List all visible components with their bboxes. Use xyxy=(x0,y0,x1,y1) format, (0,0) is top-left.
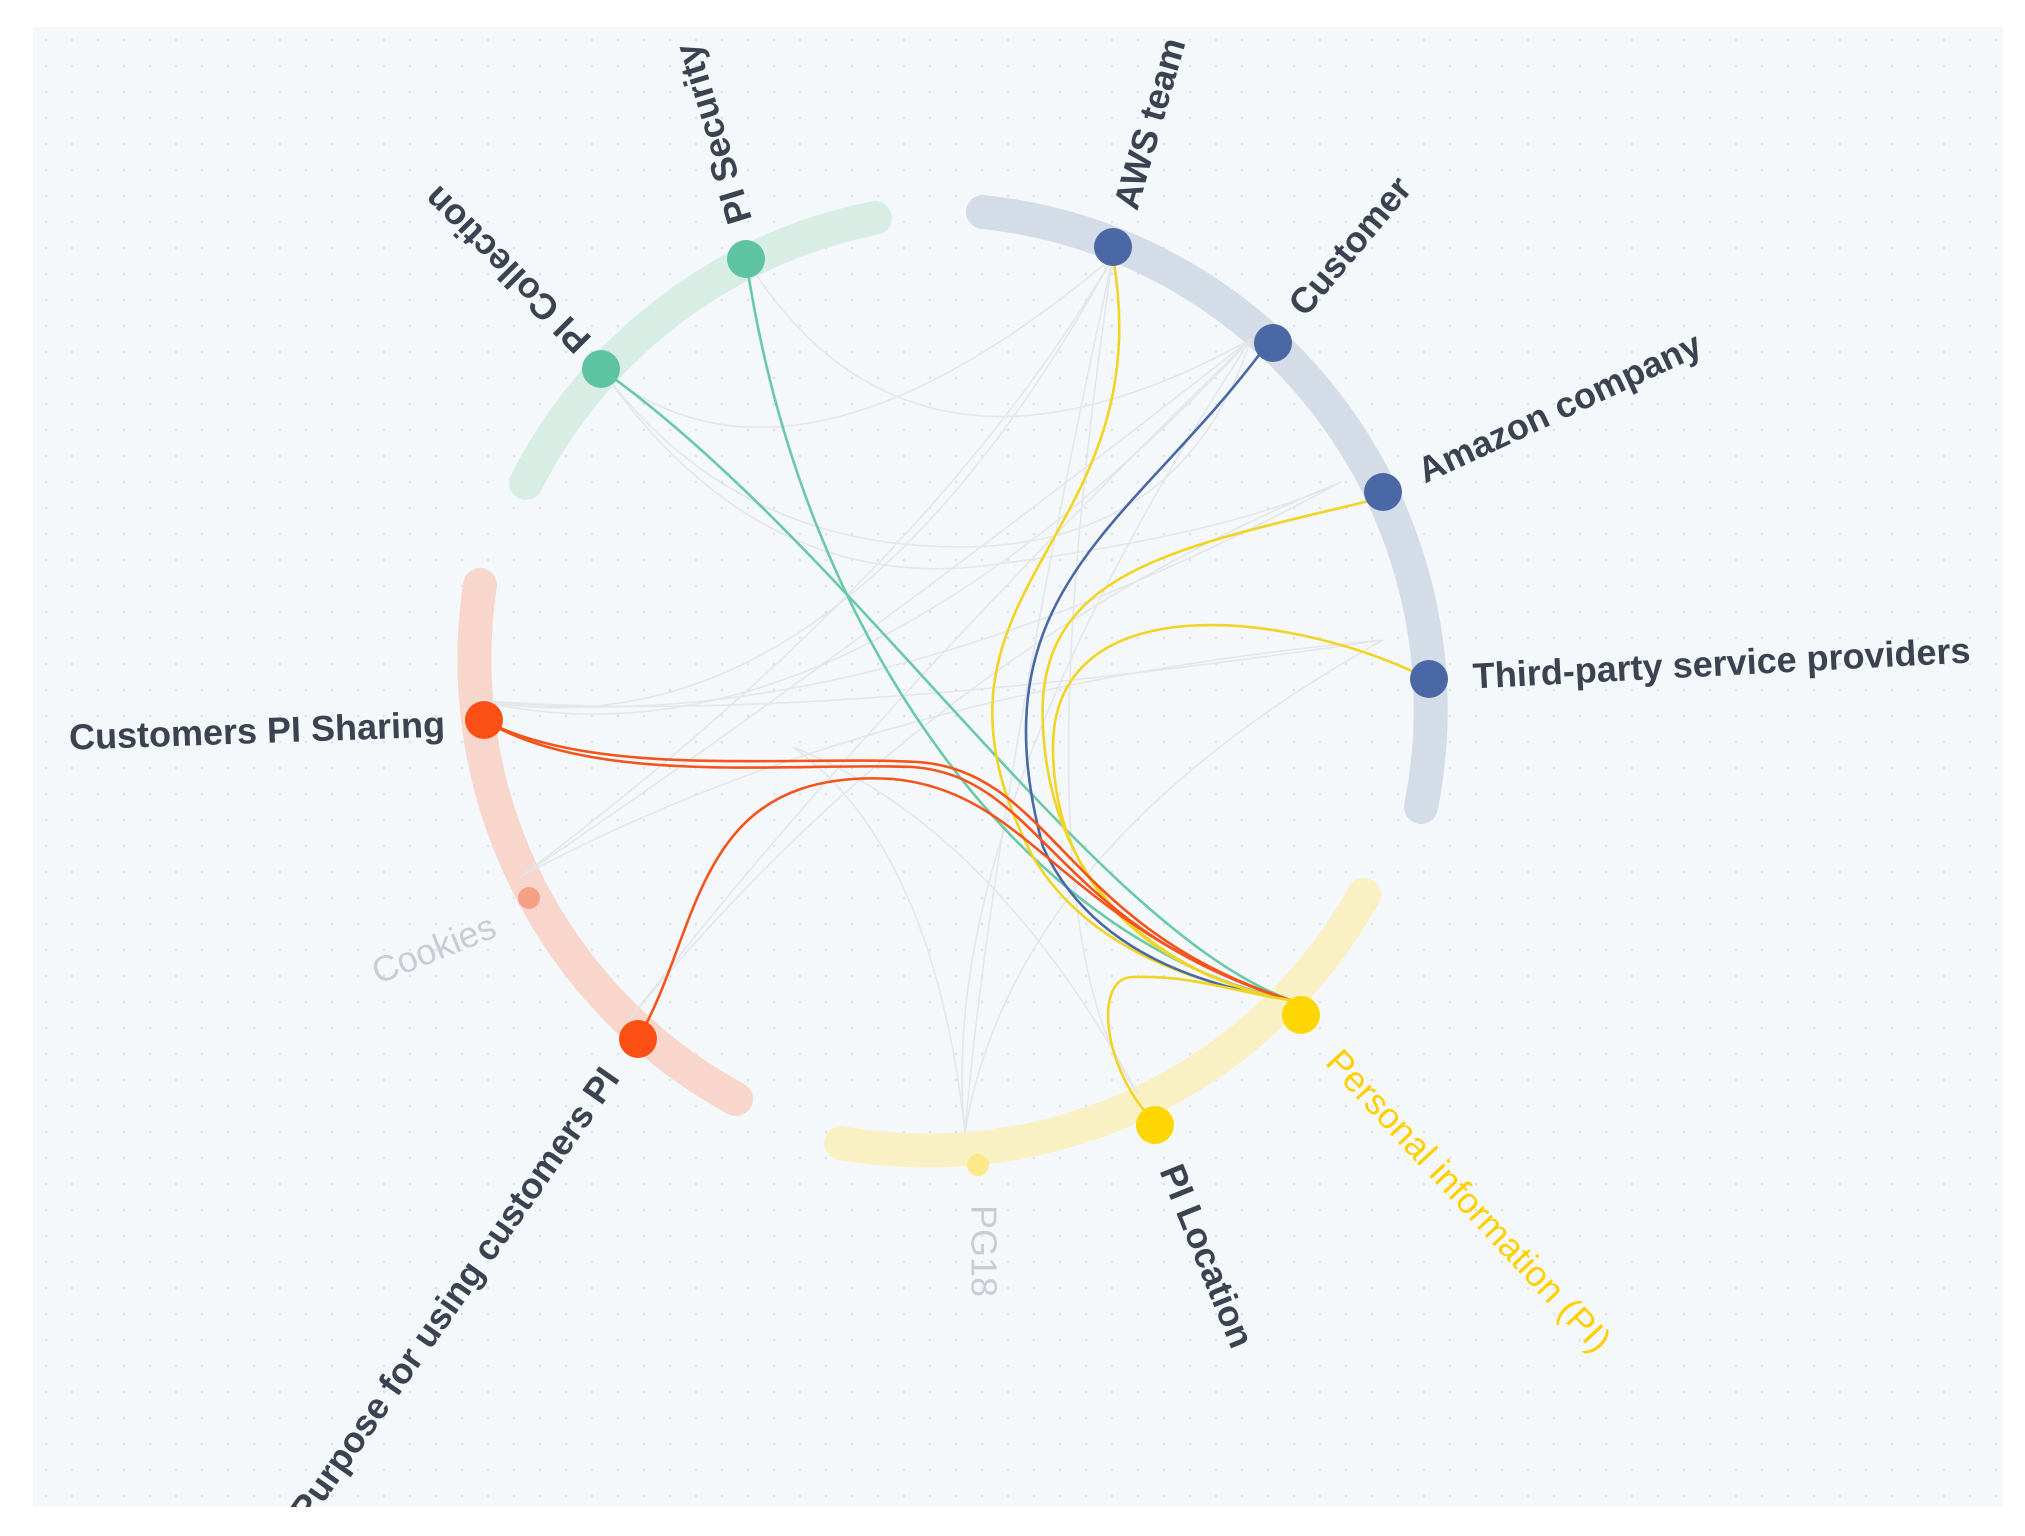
label-customers-pi-sharing: Customers PI Sharing xyxy=(68,704,445,758)
labels: PI Collection PI Security AWS team Custo… xyxy=(68,33,1971,1507)
node-pi-collection[interactable] xyxy=(582,350,620,388)
node-aws-team[interactable] xyxy=(1094,228,1132,266)
node-pi-location[interactable] xyxy=(1136,1106,1174,1144)
node-customers-pi-sharing[interactable] xyxy=(465,701,503,739)
label-pi-collection: PI Collection xyxy=(415,178,598,361)
label-pi-location: PI Location xyxy=(1152,1158,1263,1353)
link-pi-location xyxy=(1106,975,1291,1118)
node-cookies[interactable] xyxy=(518,887,540,909)
label-aws-team: AWS team xyxy=(1105,33,1193,214)
label-amazon-company: Amazon company xyxy=(1411,324,1708,491)
diagram-canvas: PI Collection PI Security AWS team Custo… xyxy=(33,27,2003,1507)
nodes xyxy=(465,228,1448,1176)
yellow-group-arc xyxy=(824,878,1381,1168)
link-customers-pi-sharing xyxy=(483,718,1291,1002)
node-personal-info[interactable] xyxy=(1282,996,1320,1034)
node-amazon-company[interactable] xyxy=(1364,473,1402,511)
label-cookies: Cookies xyxy=(366,905,502,992)
label-purpose: Purpose for using customers PI xyxy=(282,1060,628,1507)
label-personal-info: Personal information (PI) xyxy=(1318,1041,1620,1360)
link-pi-security xyxy=(744,258,1291,1002)
green-group-arc xyxy=(509,201,892,500)
link-customers-pi-sharing-2 xyxy=(483,718,1291,1002)
chord-diagram: PI Collection PI Security AWS team Custo… xyxy=(68,33,1971,1507)
link-third-party xyxy=(1051,623,1430,1002)
node-customer[interactable] xyxy=(1254,324,1292,362)
red-group-arc xyxy=(457,568,753,1116)
label-pg18: PG18 xyxy=(963,1205,1004,1297)
link-purpose xyxy=(636,777,1291,1040)
node-pg18[interactable] xyxy=(967,1154,989,1176)
blue-group-arc xyxy=(966,195,1448,824)
highlight-links xyxy=(483,256,1430,1118)
label-customer: Customer xyxy=(1280,168,1419,323)
label-pi-security: PI Security xyxy=(666,39,760,229)
node-third-party[interactable] xyxy=(1410,660,1448,698)
node-purpose[interactable] xyxy=(619,1020,657,1058)
label-third-party: Third-party service providers xyxy=(1472,629,1972,696)
link-customer xyxy=(1024,342,1291,1002)
link-pi-collection xyxy=(600,367,1291,1002)
node-pi-security[interactable] xyxy=(727,240,765,278)
